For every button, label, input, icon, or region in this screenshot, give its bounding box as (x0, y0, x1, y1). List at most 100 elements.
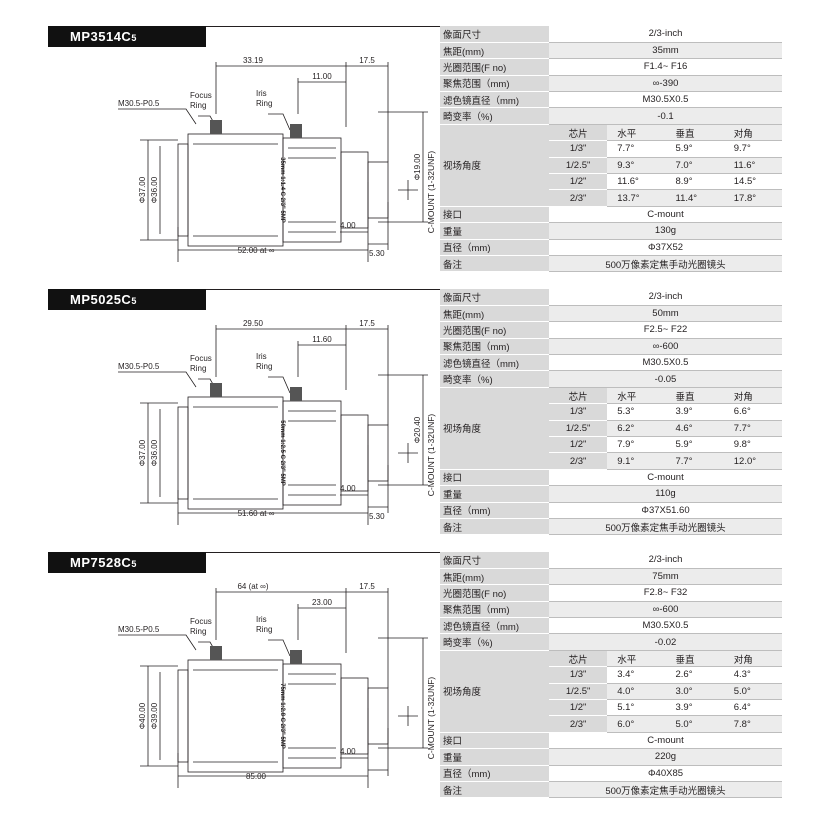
fov-row: 1/3"5.3°3.9°6.6° (440, 403, 782, 421)
lens-engraving: 50mm 1:2.5 C 2/3" 5MP (279, 420, 285, 486)
spec-row-focal: 焦距(mm)50mm (440, 305, 782, 323)
fov-h: 4.0° (607, 683, 666, 701)
fov-h: 11.6° (607, 173, 666, 191)
spec-label: 像面尺寸 (440, 289, 549, 306)
model-tag: MP7528C5 (48, 552, 206, 573)
fov-row: 2/3"6.0°5.0°7.8° (440, 715, 782, 733)
thread-label: M30.5-P0.5 (118, 362, 160, 371)
fov-chip: 1/3" (549, 140, 608, 158)
spec-value: ∞-600 (549, 338, 782, 356)
length-label: 85.00 (246, 772, 267, 781)
fov-h: 9.1° (607, 452, 666, 470)
thread-leader (118, 108, 197, 125)
cmount-label: C-MOUNT (1-32UNF) (426, 677, 436, 760)
lens-drawing: 29.50 17.5 11.60 M30.5-P0.5 Focus Ring I… (78, 315, 438, 537)
iris-ring-label: Iris (256, 89, 267, 98)
spec-label: 焦距(mm) (440, 305, 549, 323)
spec-value: F1.4~ F16 (549, 58, 782, 76)
spec-label: 重量 (440, 222, 549, 240)
iris-ring-label: Iris (256, 352, 267, 361)
header-rule (206, 289, 440, 290)
spec-label: 直径（mm) (440, 502, 549, 519)
spec-label: 像面尺寸 (440, 552, 549, 569)
fov-row: 1/2.5"9.3°7.0°11.6° (440, 157, 782, 175)
model-suffix: 5 (131, 559, 137, 569)
spec-row-filter: 滤色镜直径（mm)M30.5X0.5 (440, 617, 782, 635)
spec-row-distortion: 畸变率（%)-0.05 (440, 370, 782, 388)
spec-label: 备注 (440, 781, 549, 799)
back-label: 5.30 (369, 249, 385, 258)
dim-top3-label: 11.60 (312, 335, 332, 344)
fov-chip: 2/3" (549, 189, 608, 207)
thread-leader (118, 634, 197, 651)
model-suffix: 5 (131, 33, 137, 43)
fov-v: 3.9° (665, 403, 724, 421)
model-name: MP3514C (70, 29, 132, 44)
fov-row: 1/2"7.9°5.9°9.8° (440, 436, 782, 454)
focus-lock-screw-icon (210, 120, 222, 134)
spec-value: 220g (549, 748, 782, 766)
mount-thread (367, 687, 389, 745)
spec-label: 焦距(mm) (440, 42, 549, 60)
iris-lock-screw-icon (290, 650, 302, 664)
fov-v: 3.9° (665, 699, 724, 717)
iris-ring-label2: Ring (256, 625, 272, 634)
mount-thread (367, 424, 389, 482)
spec-row-focal: 焦距(mm)35mm (440, 42, 782, 60)
fov-v: 5.0° (665, 715, 724, 733)
spec-value: 500万像素定焦手动光圈镜头 (549, 255, 782, 273)
focus-barrel (187, 133, 284, 247)
spec-value: 110g (549, 485, 782, 503)
spec-label: 备注 (440, 518, 549, 536)
dim-top-label: 64 (at ∞) (237, 582, 268, 591)
fov-row: 1/2"5.1°3.9°6.4° (440, 699, 782, 717)
fov-chip: 1/2" (549, 699, 608, 717)
focus-ring-label2: Ring (190, 364, 206, 373)
iris-ring-label2: Ring (256, 362, 272, 371)
spec-label: 聚焦范围（mm) (440, 338, 549, 356)
fov-v-header: 垂直 (665, 387, 724, 405)
fov-chip: 1/2" (549, 436, 608, 454)
spec-row-diameter: 直径（mm)Φ37X52 (440, 239, 782, 256)
fov-header-row: 视场角度 芯片 水平 垂直 对角 (440, 650, 782, 733)
spec-row-filter: 滤色镜直径（mm)M30.5X0.5 (440, 91, 782, 109)
thread-leader (118, 371, 197, 388)
fov-h: 7.9° (607, 436, 666, 454)
fov-d-header: 对角 (723, 387, 782, 405)
lens-drawing-svg: 64 (at ∞) 17.5 23.00 M30.5-P0.5 Focus Ri… (118, 582, 436, 788)
spec-value: F2.8~ F32 (549, 584, 782, 602)
spec-label: 像面尺寸 (440, 26, 549, 43)
spec-value: 2/3-inch (549, 289, 782, 306)
spec-value: M30.5X0.5 (549, 617, 782, 635)
fov-row: 1/2"11.6°8.9°14.5° (440, 173, 782, 191)
iris-lock-screw-icon (290, 124, 302, 138)
spec-label: 滤色镜直径（mm) (440, 354, 549, 372)
spec-label: 畸变率（%) (440, 370, 549, 388)
spec-label: 光圈范围(F no) (440, 58, 549, 76)
cmount-label: C-MOUNT (1-32UNF) (426, 151, 436, 234)
fov-h-header: 水平 (607, 650, 666, 668)
iris-barrel (282, 137, 342, 243)
model-name: MP5025C (70, 292, 132, 307)
fov-h-header: 水平 (607, 387, 666, 405)
fov-h: 13.7° (607, 189, 666, 207)
spec-value: -0.1 (549, 107, 782, 125)
spec-label: 备注 (440, 255, 549, 273)
fov-h: 5.1° (607, 699, 666, 717)
od1-label: Φ37.00 (138, 176, 147, 203)
header-rule (206, 552, 440, 553)
fov-label: 视场角度 (440, 124, 549, 207)
fov-v-header: 垂直 (665, 650, 724, 668)
spec-row-diameter: 直径（mm)Φ37X51.60 (440, 502, 782, 519)
product-section-3: MP7528C5 (48, 552, 782, 802)
fov-v: 5.9° (665, 436, 724, 454)
back-label: 5.30 (369, 512, 385, 521)
dim-top3-label: 11.00 (312, 72, 332, 81)
lens-drawing-svg: 29.50 17.5 11.60 M30.5-P0.5 Focus Ring I… (118, 319, 436, 525)
spec-row-distortion: 畸变率（%)-0.1 (440, 107, 782, 125)
